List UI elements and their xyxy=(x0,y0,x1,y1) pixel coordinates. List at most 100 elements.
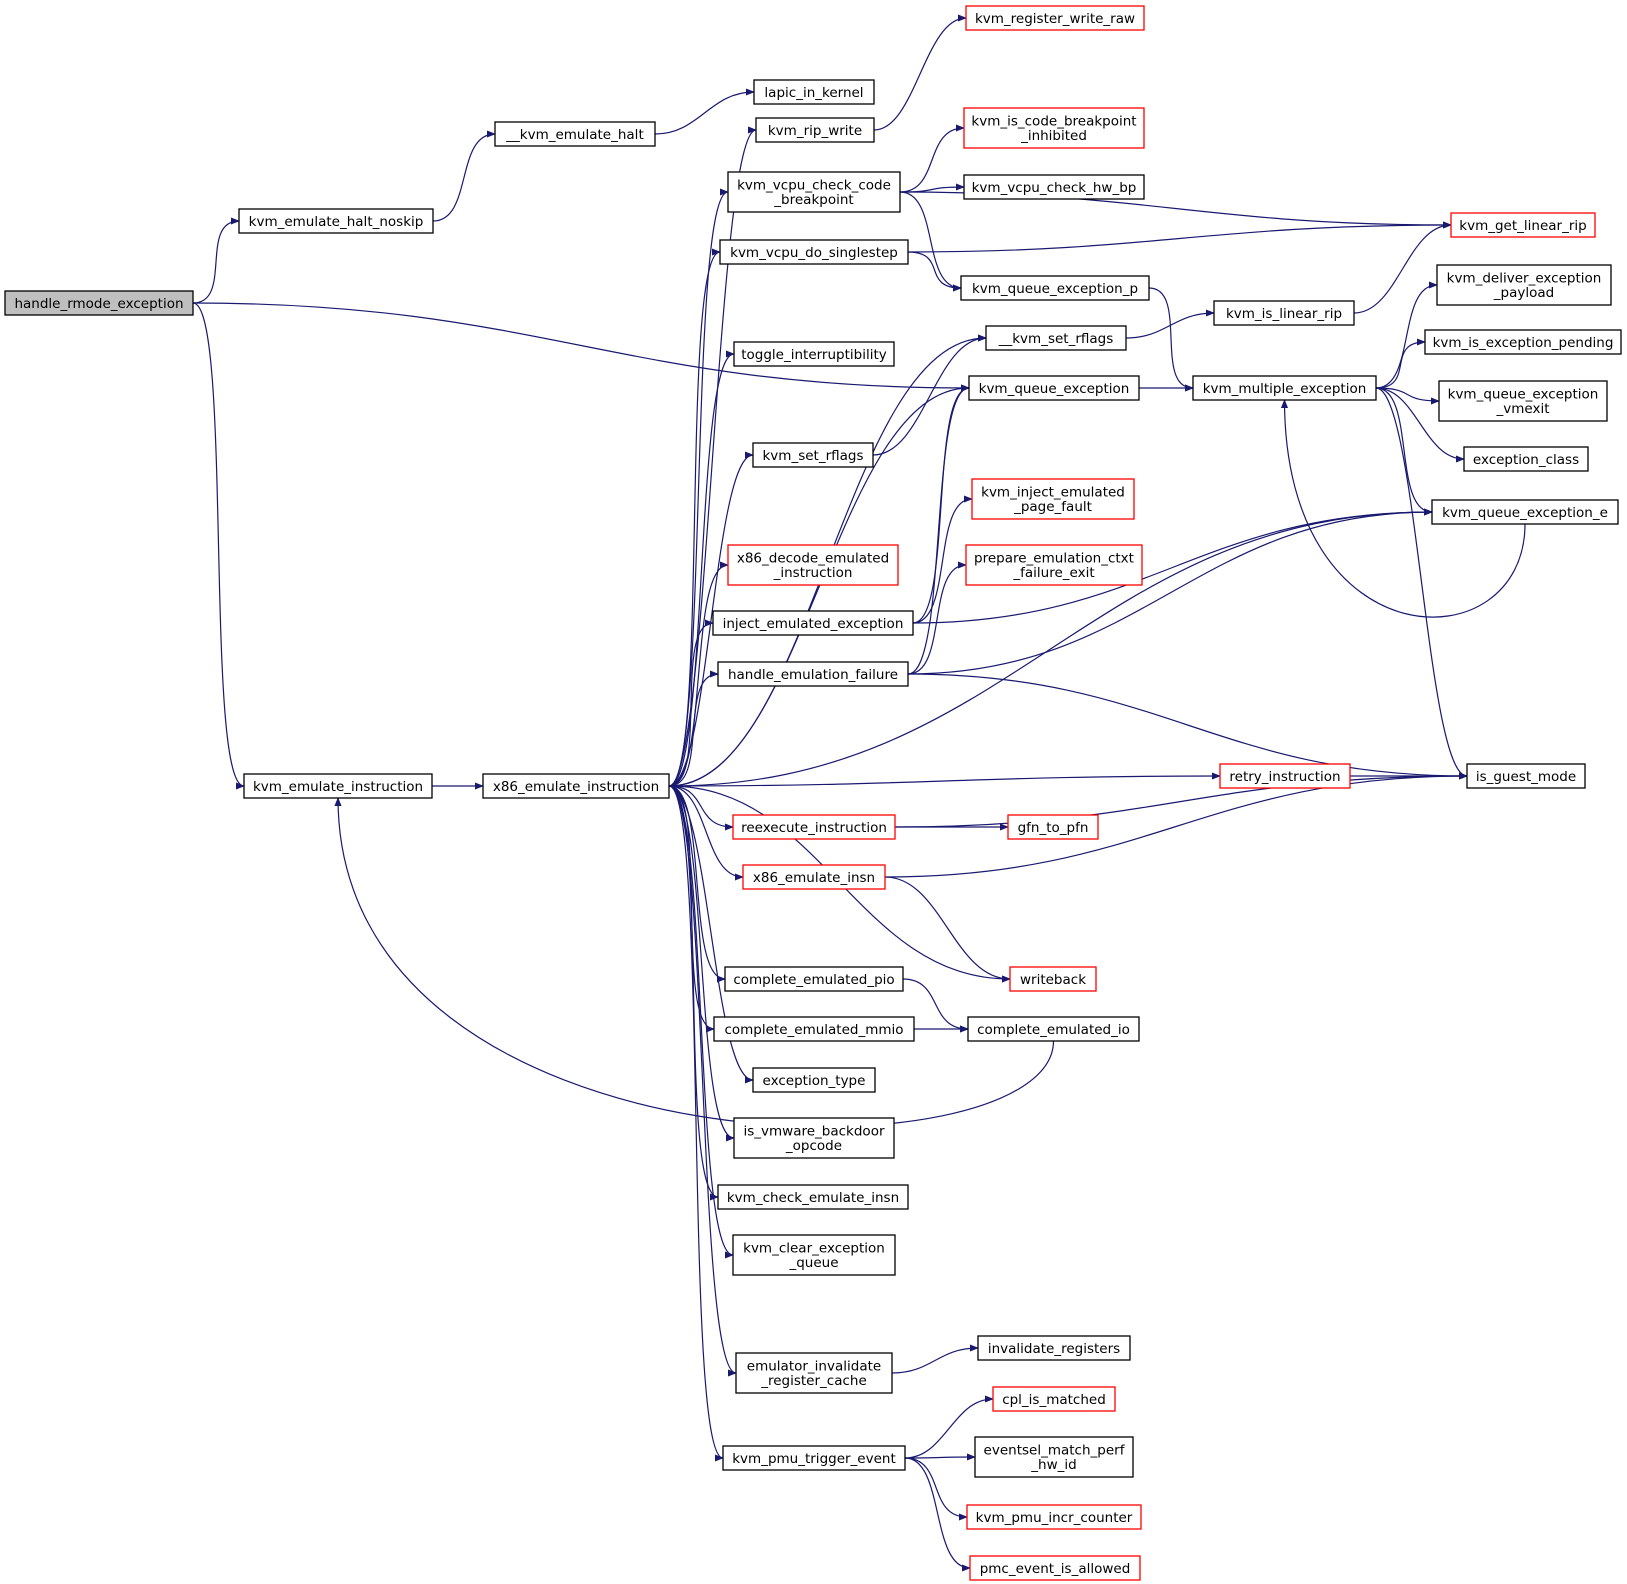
node-complete_emulated_io[interactable]: complete_emulated_io xyxy=(967,1016,1140,1042)
node-kvm_multiple_exception[interactable]: kvm_multiple_exception xyxy=(1192,375,1377,401)
node-prepare_emulation_ctxt_failure_exit[interactable]: prepare_emulation_ctxt_failure_exit xyxy=(965,544,1143,586)
node-kvm_emulate_halt_noskip[interactable]: kvm_emulate_halt_noskip xyxy=(238,208,434,234)
edge-handle_emulation_failure-to-prepare_emulation_ctxt_failure_exit xyxy=(907,561,967,675)
nodes-layer: handle_rmode_exception kvm_emulate_halt_n… xyxy=(4,5,1622,1581)
node-kvm_check_emulate_insn[interactable]: kvm_check_emulate_insn xyxy=(717,1184,909,1210)
node-label: x86_emulate_instruction xyxy=(493,779,659,795)
node-kvm_get_linear_rip[interactable]: kvm_get_linear_rip xyxy=(1450,212,1596,238)
node-box xyxy=(963,174,1145,200)
node-box xyxy=(238,208,434,234)
node-cpl_is_matched[interactable]: cpl_is_matched xyxy=(992,1386,1116,1412)
node-invalidate_registers[interactable]: invalidate_registers xyxy=(977,1335,1131,1361)
node-complete_emulated_pio[interactable]: complete_emulated_pio xyxy=(724,966,904,992)
node-kvm_pmu_trigger_event[interactable]: kvm_pmu_trigger_event xyxy=(722,1445,906,1471)
node-kvm_queue_exception[interactable]: kvm_queue_exception xyxy=(968,375,1140,401)
node-box xyxy=(713,1016,915,1042)
node-__kvm_emulate_halt[interactable]: __kvm_emulate_halt xyxy=(494,121,656,147)
node-kvm_queue_exception_e[interactable]: kvm_queue_exception_e xyxy=(1431,499,1619,525)
node-kvm_queue_exception_vmexit[interactable]: kvm_queue_exception_vmexit xyxy=(1438,380,1608,422)
node-kvm_register_write_raw[interactable]: kvm_register_write_raw xyxy=(965,5,1145,31)
node-box xyxy=(727,171,901,213)
edge-__kvm_set_rflags-to-kvm_is_linear_rip xyxy=(1125,309,1215,339)
node-box xyxy=(1450,212,1596,238)
node-exception_type[interactable]: exception_type xyxy=(752,1067,876,1093)
node-box xyxy=(719,239,909,265)
node-label: kvm_pmu_incr_counter xyxy=(976,1510,1133,1526)
node-label: is_vmware_backdoor xyxy=(743,1124,884,1140)
node-label: kvm_register_write_raw xyxy=(975,11,1135,27)
node-label: _hw_id xyxy=(1030,1457,1076,1473)
edge-kvm_pmu_trigger_event-to-pmc_event_is_allowed xyxy=(904,1457,971,1572)
node-kvm_queue_exception_p[interactable]: kvm_queue_exception_p xyxy=(960,275,1150,301)
node-kvm_is_linear_rip[interactable]: kvm_is_linear_rip xyxy=(1213,300,1355,326)
node-box xyxy=(755,117,875,143)
edge-x86_emulate_instruction-to-kvm_queue_exception xyxy=(668,384,970,787)
node-label: x86_decode_emulated xyxy=(737,551,889,567)
node-kvm_emulate_instruction[interactable]: kvm_emulate_instruction xyxy=(243,773,433,799)
node-reexecute_instruction[interactable]: reexecute_instruction xyxy=(732,814,896,840)
edge-kvm_emulate_halt_noskip-to-__kvm_emulate_halt xyxy=(432,130,496,222)
edge-complete_emulated_pio-to-complete_emulated_io xyxy=(902,978,969,1033)
node-kvm_deliver_exception_payload[interactable]: kvm_deliver_exception_payload xyxy=(1436,264,1612,306)
node-box xyxy=(735,1352,893,1394)
node-kvm_vcpu_check_hw_bp[interactable]: kvm_vcpu_check_hw_bp xyxy=(963,174,1145,200)
node-kvm_vcpu_do_singlestep[interactable]: kvm_vcpu_do_singlestep xyxy=(719,239,909,265)
node-label: kvm_queue_exception xyxy=(979,381,1130,397)
node-kvm_inject_emulated_page_fault[interactable]: kvm_inject_emulated_page_fault xyxy=(971,478,1135,520)
node-retry_instruction[interactable]: retry_instruction xyxy=(1219,763,1351,789)
node-box xyxy=(974,1436,1134,1478)
node-x86_emulate_insn[interactable]: x86_emulate_insn xyxy=(742,864,886,890)
node-kvm_is_code_breakpoint_inhibited[interactable]: kvm_is_code_breakpoint_inhibited xyxy=(963,107,1145,149)
node-label: __kvm_set_rflags xyxy=(998,331,1114,347)
node-label: _breakpoint xyxy=(773,192,853,208)
node-toggle_interruptibility[interactable]: toggle_interruptibility xyxy=(733,341,895,367)
node-box xyxy=(717,1184,909,1210)
edge-kvm_multiple_exception-to-kvm_deliver_exception_payload xyxy=(1375,281,1438,389)
node-label: kvm_rip_write xyxy=(768,123,862,139)
node-handle_emulation_failure[interactable]: handle_emulation_failure xyxy=(717,661,909,687)
node-label: kvm_is_exception_pending xyxy=(1433,335,1614,351)
node-box xyxy=(1436,264,1612,306)
node-box xyxy=(717,661,909,687)
node-kvm_vcpu_check_code_breakpoint[interactable]: kvm_vcpu_check_code_breakpoint xyxy=(727,171,901,213)
node-label: complete_emulated_io xyxy=(977,1022,1130,1038)
node-box xyxy=(965,5,1145,31)
node-exception_class[interactable]: exception_class xyxy=(1463,446,1589,472)
node-kvm_rip_write[interactable]: kvm_rip_write xyxy=(755,117,875,143)
edge-kvm_queue_exception_e-to-kvm_multiple_exception xyxy=(1280,399,1526,618)
edge-reexecute_instruction-to-is_guest_mode xyxy=(894,772,1468,828)
edge-kvm_queue_exception_p-to-kvm_multiple_exception xyxy=(1148,287,1194,392)
node-x86_emulate_instruction[interactable]: x86_emulate_instruction xyxy=(482,773,670,799)
node-is_guest_mode[interactable]: is_guest_mode xyxy=(1466,763,1586,789)
node-is_vmware_backdoor_opcode[interactable]: is_vmware_backdoor_opcode xyxy=(733,1117,895,1159)
node-eventsel_match_perf_hw_id[interactable]: eventsel_match_perf_hw_id xyxy=(974,1436,1134,1478)
node-label: prepare_emulation_ctxt xyxy=(974,551,1134,567)
node-kvm_clear_exception_queue[interactable]: kvm_clear_exception_queue xyxy=(732,1234,896,1276)
node-label: x86_emulate_insn xyxy=(753,870,875,886)
node-pmc_event_is_allowed[interactable]: pmc_event_is_allowed xyxy=(969,1555,1141,1581)
node-lapic_in_kernel[interactable]: lapic_in_kernel xyxy=(753,79,875,105)
edge-kvm_multiple_exception-to-kvm_queue_exception_e xyxy=(1375,387,1433,516)
edge-x86_emulate_instruction-to-complete_emulated_pio xyxy=(668,785,726,983)
node-box xyxy=(992,1386,1116,1412)
node-kvm_is_exception_pending[interactable]: kvm_is_exception_pending xyxy=(1424,329,1622,355)
node-kvm_pmu_incr_counter[interactable]: kvm_pmu_incr_counter xyxy=(966,1504,1142,1530)
node-box xyxy=(985,325,1127,351)
node-complete_emulated_mmio[interactable]: complete_emulated_mmio xyxy=(713,1016,915,1042)
edge-x86_emulate_insn-to-writeback xyxy=(884,876,1011,983)
edge-handle_rmode_exception-to-kvm_emulate_instruction xyxy=(192,302,245,790)
node-label: _opcode xyxy=(785,1138,842,1154)
node-box xyxy=(967,1016,1140,1042)
node-inject_emulated_exception[interactable]: inject_emulated_exception xyxy=(712,610,914,636)
node-gfn_to_pfn[interactable]: gfn_to_pfn xyxy=(1007,814,1099,840)
node-__kvm_set_rflags[interactable]: __kvm_set_rflags xyxy=(985,325,1127,351)
node-handle_rmode_exception[interactable]: handle_rmode_exception xyxy=(4,290,194,316)
edge-handle_rmode_exception-to-kvm_queue_exception xyxy=(192,302,970,392)
node-box xyxy=(969,1555,1141,1581)
node-kvm_set_rflags[interactable]: kvm_set_rflags xyxy=(752,442,874,468)
node-writeback[interactable]: writeback xyxy=(1009,966,1097,992)
edge-kvm_rip_write-to-kvm_register_write_raw xyxy=(873,14,967,131)
node-emulator_invalidate_register_cache[interactable]: emulator_invalidate_register_cache xyxy=(735,1352,893,1394)
node-x86_decode_emulated_instruction[interactable]: x86_decode_emulated_instruction xyxy=(727,544,899,586)
node-label: kvm_vcpu_check_code xyxy=(737,178,891,194)
